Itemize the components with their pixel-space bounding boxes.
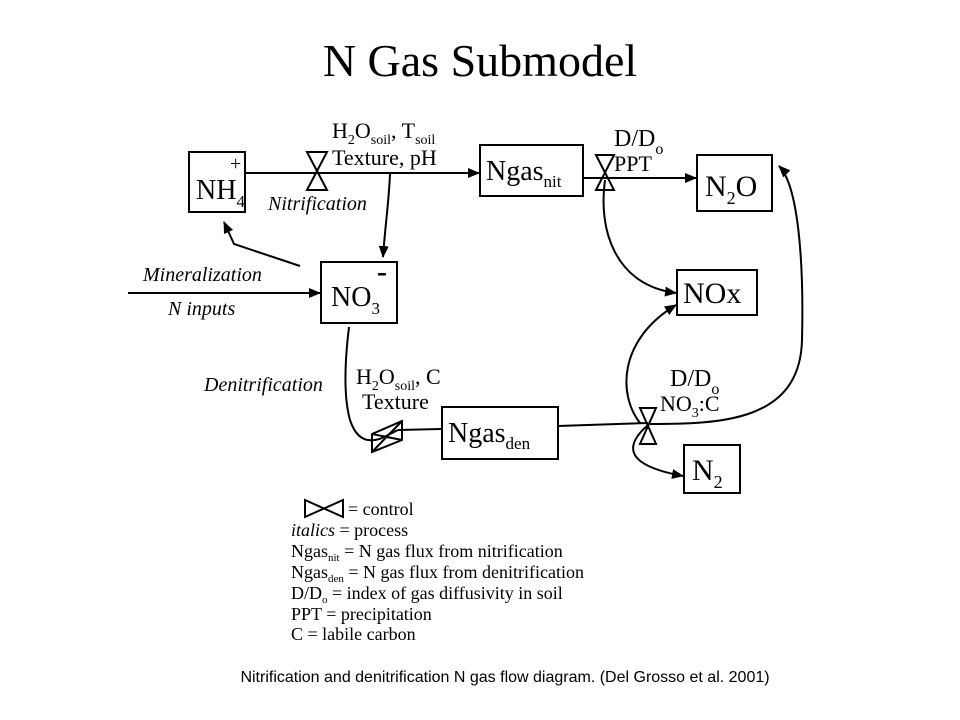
arrow-den-to-n2o — [649, 165, 804, 425]
process-nitrification: Nitrification — [267, 193, 367, 215]
process-denitrification: Denitrification — [203, 374, 323, 396]
flow-ngas-den-to-trunk — [557, 422, 649, 427]
legend-italics: italics = process — [291, 520, 408, 540]
node-ngas-nit-box — [479, 144, 584, 197]
legend-control-symbol — [304, 498, 344, 519]
control-valve-denitrification — [371, 419, 403, 454]
figure-caption: Nitrification and denitrification N gas … — [0, 669, 960, 687]
control-valve-nitrification — [305, 151, 329, 191]
legend-d-do: D/Do = index of gas diffusivity in soil — [291, 583, 563, 606]
legend-ngas-den: Ngasden = N gas flux from denitrificatio… — [291, 562, 584, 585]
control-valve-den-to-n2 — [638, 407, 658, 445]
arrow-den-to-n2 — [632, 424, 684, 479]
arrow-den-to-nox — [625, 304, 677, 424]
arrow-mineralization-to-nh4 — [223, 221, 301, 267]
control-d-do-1: D/Do — [614, 126, 663, 158]
node-no3-box — [320, 261, 398, 324]
node-nh4-label: NH4 — [196, 175, 245, 211]
figure-caption-text: Nitrification and denitrification N gas … — [240, 669, 770, 686]
node-ngas-den-box — [441, 406, 559, 460]
node-nox-label: NOx — [683, 277, 741, 310]
node-ngas-nit-label: Ngasnit — [486, 156, 562, 191]
control-ppt: PPT — [614, 151, 652, 176]
control-den-moisture-carbon: H2Osoil, C — [356, 364, 441, 394]
process-mineralization: Mineralization — [142, 264, 262, 286]
process-n-inputs: N inputs — [167, 298, 235, 320]
flow-lines — [128, 165, 804, 479]
legend-c: C = labile carbon — [291, 624, 416, 644]
node-no3-label: NO3 — [331, 282, 380, 318]
node-ngas-den-label: Ngasden — [448, 418, 531, 453]
control-nit-texture-ph: Texture, pH — [332, 145, 437, 170]
node-nh4-charge: + — [230, 153, 241, 175]
legend: = control italics = process Ngasnit = N … — [291, 498, 584, 644]
control-valve-ngas-nit — [594, 154, 616, 191]
flow-valve-to-ngas-den — [397, 428, 442, 431]
control-d-do-2: D/Do — [670, 366, 719, 398]
node-nox-box — [676, 269, 758, 316]
node-n2-box — [683, 444, 741, 494]
arrow-ngas-nit-to-nox — [602, 179, 677, 297]
node-nh4-box — [188, 151, 246, 213]
node-n2-label: N2 — [692, 454, 723, 492]
node-n2o-box — [696, 154, 773, 212]
legend-ppt: PPT = precipitation — [291, 604, 432, 624]
node-no3-charge: - — [377, 255, 387, 288]
control-den-texture: Texture — [362, 389, 429, 414]
legend-ngas-nit: Ngasnit = N gas flux from nitrification — [291, 541, 563, 564]
arrow-nitrification-to-no3 — [378, 173, 391, 258]
control-nit-moisture-temp: H2Osoil, Tsoil — [332, 118, 435, 148]
legend-control: = control — [348, 499, 414, 519]
node-n2o-label: N2O — [705, 170, 757, 208]
slide-title: N Gas Submodel — [322, 35, 638, 86]
control-no3-c: NO3:C — [660, 391, 720, 421]
